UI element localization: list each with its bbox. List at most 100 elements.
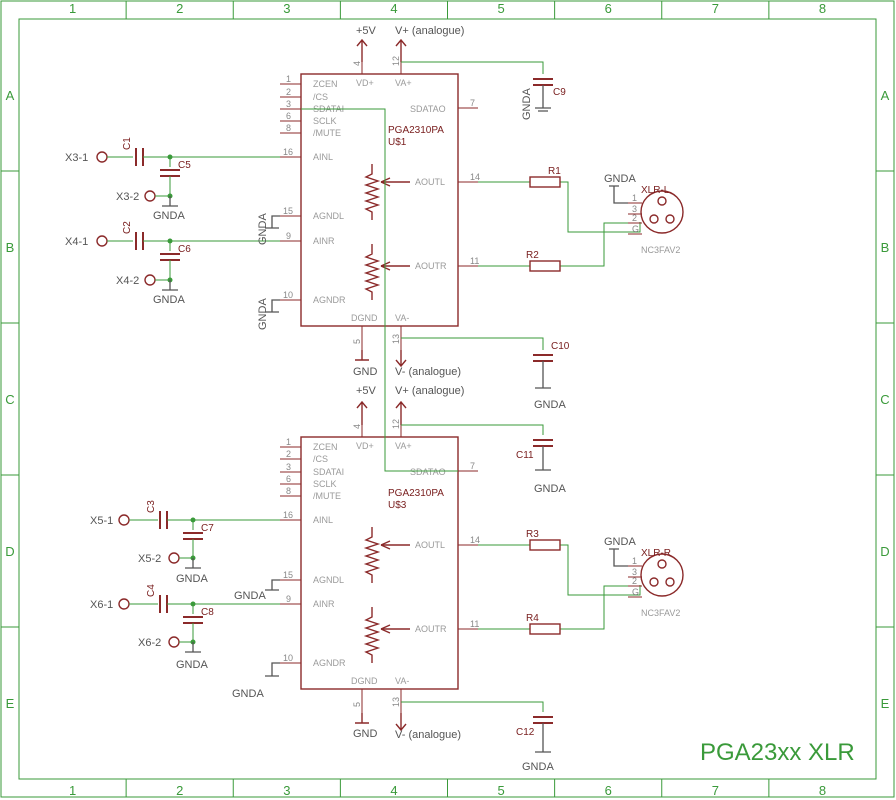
pin-num: 8 [286, 486, 291, 496]
pin-num: 10 [283, 290, 293, 300]
pin-label: AOUTR [415, 261, 447, 271]
gnda-label: GNDA [257, 213, 269, 245]
connector-xlr-r[interactable]: 1 3 2 G GNDA XLR-R NC3FAV2 [604, 536, 684, 618]
conn-label: X3-1 [65, 152, 88, 164]
cap-c10[interactable]: C10 GNDA [533, 341, 570, 411]
pin-label: /MUTE [313, 491, 341, 501]
pin-num: 10 [283, 653, 293, 663]
cap-label: C2 [122, 221, 133, 234]
gnda-label: GNDA [521, 88, 533, 120]
grid-row-label: E [6, 696, 15, 711]
gnda-label: GNDA [176, 659, 208, 671]
input-3[interactable]: X5-1 C3 C7 X5-2 GNDA [90, 500, 214, 585]
grid-column-label: 4 [390, 783, 397, 798]
pin-label: AGNDR [313, 658, 346, 668]
resistor-r4[interactable]: R4 [526, 613, 561, 635]
resistor-r3[interactable]: R3 [526, 529, 561, 551]
cap-label: C4 [146, 584, 157, 597]
input-2[interactable]: X4-1 C2 C6 X4-2 GNDA [65, 221, 191, 306]
cap-label: C10 [551, 341, 570, 352]
pin-num: 2 [632, 213, 637, 223]
pin-num: 5 [352, 339, 362, 344]
pin-label: ZCEN [313, 79, 338, 89]
grid-column-label: 1 [69, 1, 76, 16]
pin-label: /MUTE [313, 128, 341, 138]
gnda-label: GNDA [232, 688, 264, 700]
pin-label: VA+ [395, 441, 412, 451]
conn-label: X5-1 [90, 515, 113, 527]
connector-xlr-l[interactable]: 1 3 2 G GNDA XLR-L NC3FAV2 [604, 173, 684, 255]
grid-column-label: 3 [283, 1, 290, 16]
input-4[interactable]: X6-1 C4 C8 X6-2 GNDA [90, 584, 214, 671]
pin-num: 12 [391, 419, 401, 429]
cap-label: C1 [122, 137, 133, 150]
supply-vaneg-label: V- (analogue) [395, 366, 461, 378]
pin-label: AGNDL [313, 575, 344, 585]
grid-row-label: D [5, 544, 14, 559]
pin-label: AINL [313, 152, 333, 162]
pin-label: /CS [313, 92, 328, 102]
pin-num: 3 [632, 567, 637, 577]
resistor-label: R4 [526, 613, 539, 624]
grid-row-label: E [881, 696, 890, 711]
gnda-label: GNDA [522, 761, 554, 773]
cap-label: C5 [178, 160, 191, 171]
cap-c12[interactable]: C12 GNDA [516, 716, 554, 773]
resistor-r2[interactable]: R2 [526, 250, 561, 272]
pin-num: G [632, 224, 639, 234]
grid-row-label: A [881, 88, 890, 103]
pin-num: 15 [283, 570, 293, 580]
supply-vaneg-label: V- (analogue) [395, 729, 461, 741]
pin-num: 1 [632, 556, 637, 566]
conn-label: X5-2 [138, 553, 161, 565]
grid-column-label: 3 [283, 783, 290, 798]
pin-num: 4 [352, 61, 362, 66]
grid-column-label: 6 [605, 783, 612, 798]
cap-label: C6 [178, 244, 191, 255]
input-1[interactable]: X3-1 C1 C5 X3-2 GNDA [65, 137, 191, 222]
pin-num: 7 [470, 461, 475, 471]
gnd-label: GND [353, 728, 378, 740]
grid-row-label: C [5, 392, 14, 407]
grid-column-label: 6 [605, 1, 612, 16]
grid-column-label: 7 [712, 1, 719, 16]
pin-label: SDATAI [313, 467, 344, 477]
cap-c11[interactable]: C11 GNDA [516, 439, 566, 495]
gnda-label: GNDA [604, 173, 636, 185]
pin-num: G [632, 587, 639, 597]
chip-ref: U$3 [388, 500, 407, 511]
pin-num: 14 [470, 172, 480, 182]
pin-label: AGNDR [313, 295, 346, 305]
pin-label: AINR [313, 236, 335, 246]
resistor-r1[interactable]: R1 [529, 166, 561, 188]
sheet-title: PGA23xx XLR [700, 739, 855, 766]
grid-column-label: 8 [819, 783, 826, 798]
chip-u1[interactable]: 1 2 3 6 8 16 15 9 10 ZCEN /CS SDATAI SCL… [280, 56, 480, 350]
cap-label: C3 [146, 500, 157, 513]
pin-label: SDATAO [410, 467, 446, 477]
cap-label: C12 [516, 727, 535, 738]
gnd-label: GND [353, 366, 378, 378]
grid-column-label: 2 [176, 783, 183, 798]
resistor-label: R1 [548, 166, 561, 177]
pin-label: SCLK [313, 479, 337, 489]
connector-type: NC3FAV2 [641, 608, 680, 618]
cap-label: C9 [553, 87, 566, 98]
grid-row-label: D [880, 544, 889, 559]
pin-label: VD+ [356, 78, 374, 88]
conn-label: X6-2 [138, 637, 161, 649]
pin-num: 9 [286, 594, 291, 604]
pin-num: 12 [391, 56, 401, 66]
cap-label: C11 [516, 450, 534, 461]
grid-column-label: 2 [176, 1, 183, 16]
cap-c9[interactable]: C9 GNDA [521, 78, 566, 120]
pin-label: AOUTR [415, 624, 447, 634]
agnd-grounds: GNDA GNDA GNDA GNDA [232, 213, 280, 700]
pin-label: AOUTL [415, 177, 445, 187]
chip-u3[interactable]: 1 2 3 6 8 16 15 9 10 ZCEN /CS SDATAI SCL… [280, 419, 480, 713]
resistor-label: R2 [526, 250, 539, 261]
pin-num: 16 [283, 147, 293, 157]
supply-labels: +5V V+ (analogue) GND V- (analogue) +5V … [353, 25, 464, 741]
pin-num: 2 [632, 576, 637, 586]
